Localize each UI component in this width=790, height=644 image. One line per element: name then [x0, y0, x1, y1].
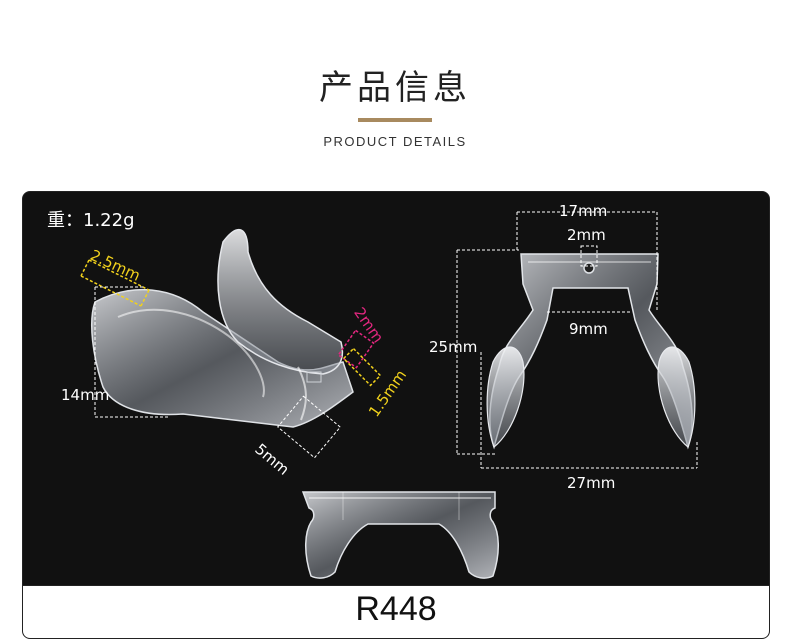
page-subtitle: PRODUCT DETAILS — [323, 134, 467, 149]
model-number: R448 — [355, 590, 437, 628]
title-underline — [358, 118, 432, 122]
nose-pad-side-view — [80, 229, 382, 459]
dimension-25mm: 25mm — [429, 338, 478, 356]
dimension-9mm: 9mm — [569, 320, 608, 338]
dimension-2mm: 2mm — [567, 226, 606, 244]
product-panel: 重：1.22g 2.5mm 14mm 2mm 1.5mm 5mm 17mm 2m… — [22, 191, 770, 639]
nose-pad-bottom-view — [301, 491, 499, 579]
dimension-17mm: 17mm — [559, 202, 608, 220]
model-bar: R448 — [23, 585, 769, 638]
dimension-27mm: 27mm — [567, 474, 616, 492]
dimension-14mm: 14mm — [61, 386, 110, 404]
weight-label: 重：1.22g — [47, 210, 135, 231]
product-illustration — [80, 211, 698, 579]
header: 产品信息 PRODUCT DETAILS — [0, 0, 790, 190]
page-title: 产品信息 — [319, 68, 471, 108]
nose-pad-front-view — [456, 211, 698, 469]
